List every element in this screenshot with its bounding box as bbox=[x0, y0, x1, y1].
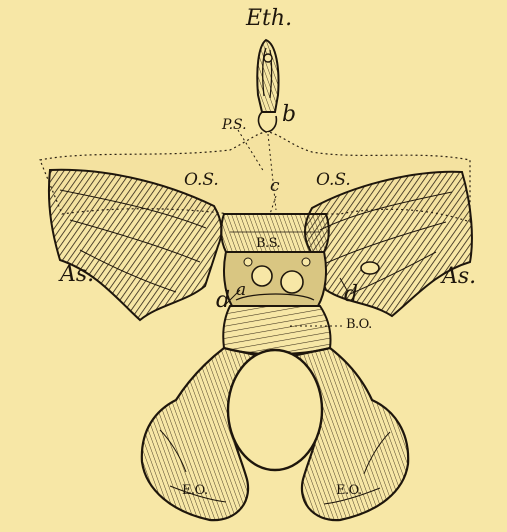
label-presphenoid: P.S. bbox=[222, 118, 247, 132]
basioccipital bbox=[223, 306, 330, 354]
label-basioccipital: B.O. bbox=[346, 318, 372, 331]
label-c: c bbox=[270, 178, 280, 195]
label-d-right: d bbox=[344, 284, 358, 306]
label-exoccipital-left: E.O. bbox=[182, 484, 208, 497]
label-orbitosphenoid-right: O.S. bbox=[316, 172, 351, 189]
foramen-magnum bbox=[228, 350, 322, 470]
label-ethmoid: Eth. bbox=[246, 8, 292, 30]
label-basisphenoid: B.S. bbox=[256, 237, 280, 250]
label-a: a bbox=[236, 282, 246, 299]
label-b: b bbox=[282, 104, 296, 126]
label-orbitosphenoid-left: O.S. bbox=[184, 172, 219, 189]
label-alisphenoid-right: As. bbox=[442, 266, 476, 288]
ethmoid-process bbox=[257, 40, 278, 132]
label-alisphenoid-left: As. bbox=[60, 264, 94, 286]
label-d-left: d bbox=[216, 290, 230, 312]
label-exoccipital-right: E.O. bbox=[336, 484, 362, 497]
